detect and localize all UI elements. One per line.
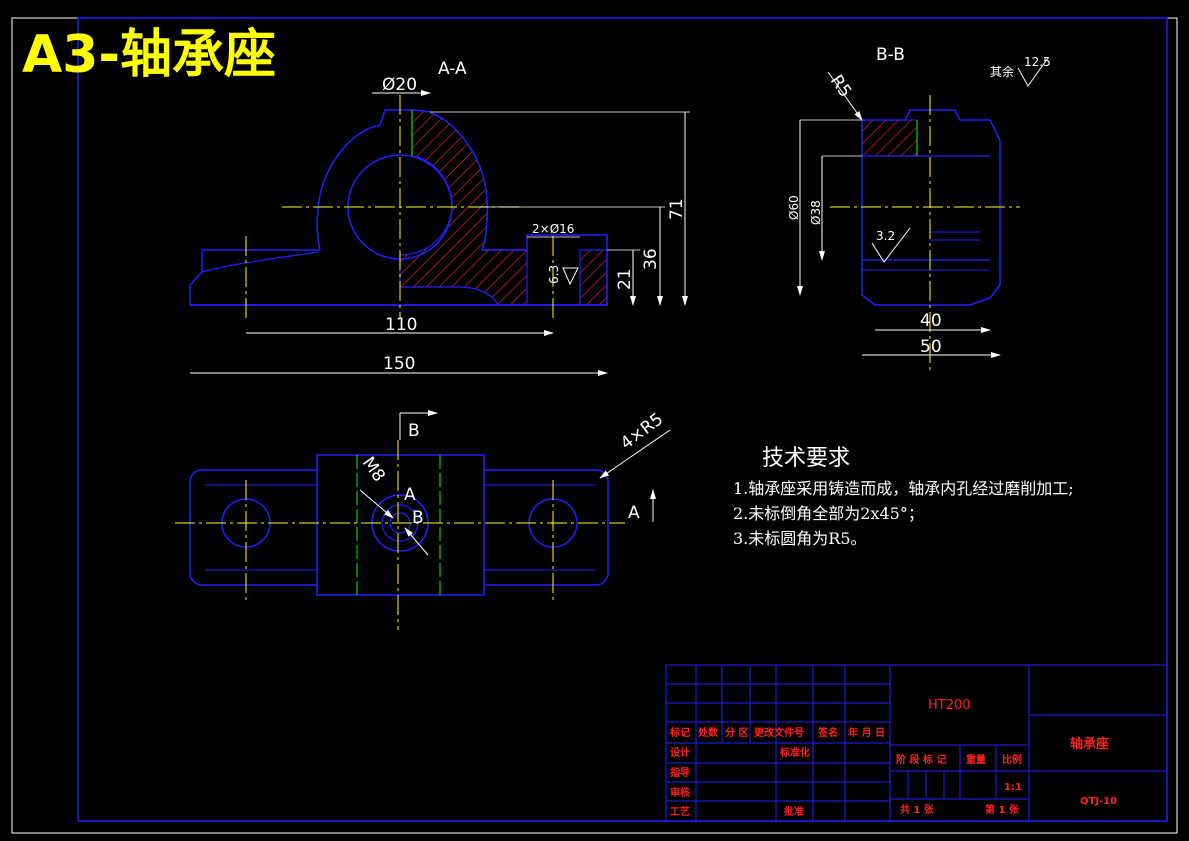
tb-total: 共 1 张 <box>900 803 935 816</box>
dim-holes: 2×Ø16 <box>532 222 574 236</box>
outer-frame <box>11 17 1178 834</box>
section-a-center: A <box>404 485 416 505</box>
view-top: B A A B M8 4×R5 <box>175 409 671 630</box>
dim-corner-radius: 4×R5 <box>617 409 667 454</box>
tb-drawing-no: QTJ-10 <box>1080 796 1117 807</box>
tb-hdr-3: 分 区 <box>725 726 748 739</box>
dim-height-center: 36 <box>641 248 661 270</box>
dim-height-total: 71 <box>667 198 687 220</box>
view-bb: B-B Ø60 Ø38 R5 40 50 3.2 其余 12.5 <box>787 45 1051 370</box>
dim-bore: Ø20 <box>382 75 417 95</box>
tb-stage: 阶 段 标 记 <box>896 753 946 766</box>
tb-hdr-1: 标记 <box>669 726 690 739</box>
tb-hdr-6: 年 月 日 <box>848 726 885 739</box>
dim-roughness-aa: 6.3 <box>547 265 561 284</box>
tb-hdr-4: 更改文件号 <box>754 726 804 739</box>
section-b-center: B <box>412 508 424 528</box>
tb-material: HT200 <box>928 698 971 713</box>
dim-outer-dia: Ø60 <box>787 195 801 220</box>
dim-width-inner: 40 <box>920 311 942 331</box>
inner-frame <box>77 17 1168 822</box>
dim-height-base: 21 <box>615 268 635 290</box>
sheet-title: A3-轴承座 <box>22 25 276 85</box>
tb-scale: 1:1 <box>1004 782 1022 793</box>
view-bb-label: B-B <box>876 45 905 65</box>
req-heading: 技术要求 <box>762 446 850 471</box>
tb-review: 审核 <box>670 786 690 799</box>
tb-standard: 标准化 <box>779 746 810 759</box>
section-a-right: A <box>628 503 640 523</box>
dim-hole-spacing: 110 <box>385 315 417 335</box>
req-item-2: 2.未标倒角全部为2x45°； <box>733 504 924 523</box>
view-aa-label: A-A <box>438 59 467 79</box>
section-b-label: B <box>408 421 420 441</box>
tb-design: 设计 <box>670 746 690 759</box>
view-aa: A-A Ø20 71 36 21 2×Ø16 6.3 110 <box>189 59 690 376</box>
tb-check: 指导 <box>670 766 690 779</box>
req-item-3: 3.未标圆角为R5。 <box>733 529 867 548</box>
other-label: 其余 <box>990 64 1014 79</box>
tech-requirements: 技术要求 1.轴承座采用铸造而成，轴承内孔经过磨削加工; 2.未标倒角全部为2x… <box>733 446 1074 548</box>
title-block <box>665 664 1168 822</box>
other-roughness: 12.5 <box>1024 55 1051 69</box>
tb-scale-label: 比例 <box>1002 753 1022 766</box>
tb-process: 工艺 <box>670 805 690 818</box>
tb-hdr-2: 处数 <box>697 726 719 739</box>
dim-roughness-bb: 3.2 <box>876 229 895 243</box>
tb-hdr-5: 签名 <box>817 726 838 739</box>
dim-inner-dia: Ø38 <box>809 200 823 225</box>
tb-weight: 重量 <box>966 753 986 766</box>
tb-sheet: 第 1 张 <box>985 803 1020 816</box>
tb-part-name: 轴承座 <box>1070 736 1109 752</box>
dim-length-total: 150 <box>383 354 415 374</box>
dim-width-outer: 50 <box>920 337 942 357</box>
title-block-text: 标记 处数 分 区 更改文件号 签名 年 月 日 设计 标准化 指导 审核 工艺… <box>669 698 1117 818</box>
req-item-1: 1.轴承座采用铸造而成，轴承内孔经过磨削加工; <box>733 479 1074 498</box>
tb-approve: 批准 <box>784 805 804 818</box>
